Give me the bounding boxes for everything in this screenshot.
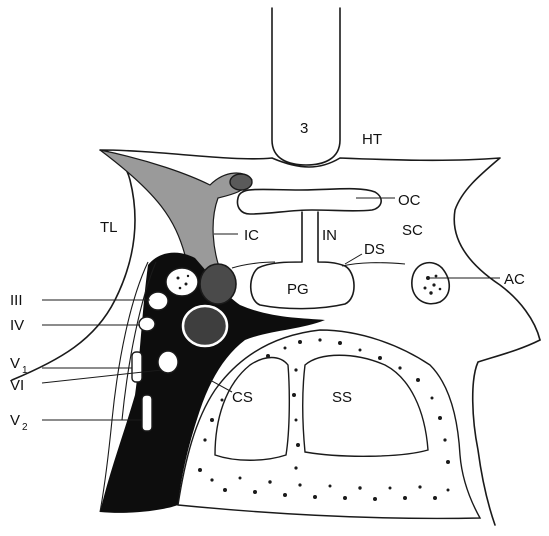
carotid-vessel-upper [200,264,236,304]
nerve-v2 [142,395,152,431]
third-ventricle-outline [272,8,340,165]
label-cavernous-sinus: CS [232,389,253,406]
nerve-iii [166,268,198,296]
label-suprasellar-cistern: SC [402,222,423,239]
label-nerve-iii: III [10,292,23,309]
label-nerve-v2-subscript: 2 [22,422,28,433]
nerve-iii-lower [148,292,168,310]
label-anterior-clinoid: AC [504,271,525,288]
label-infundibulum: IN [322,227,337,244]
diaphragma-sellae-right [342,263,405,266]
label-internal-carotid: IC [244,227,259,244]
label-pituitary-gland: PG [287,281,309,298]
label-optic-chiasm: OC [398,192,421,209]
anterior-clinoid-outline [412,263,449,304]
label-nerve-v1-subscript: 1 [22,365,28,376]
leader-ds [345,254,362,264]
label-nerve-iv: IV [10,317,24,334]
sphenoid-sinus-left-cavity [215,358,289,461]
label-nerve-vi: VI [10,377,24,394]
skull-base-right [473,340,540,525]
label-diaphragma-sellae: DS [364,241,385,258]
carotid-vessel-lower [183,306,227,346]
label-nerve-v1: V [10,355,20,372]
label-sphenoid-sinus: SS [332,389,352,406]
nerve-v1 [132,352,142,382]
label-hypothalamus: HT [362,131,382,148]
nerve-iv [139,317,155,331]
label-nerve-v2: V [10,412,20,429]
label-third-ventricle: 3 [300,120,308,137]
carotid-top-vessel [230,174,252,190]
optic-chiasm-outline [238,189,382,214]
label-temporal-lobe: TL [100,219,118,236]
